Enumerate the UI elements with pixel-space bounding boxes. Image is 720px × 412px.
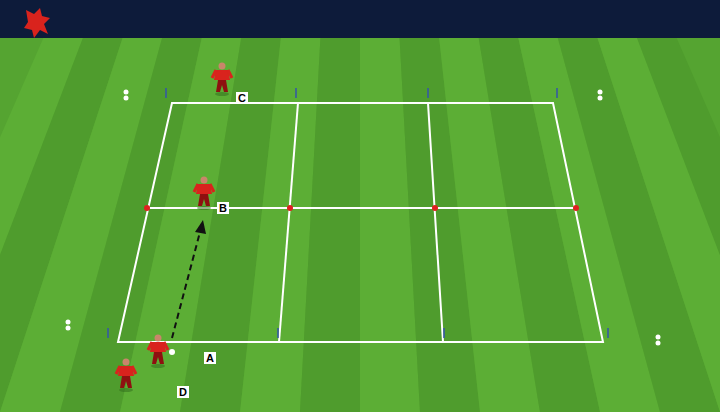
player-letter: C [236, 92, 248, 104]
player-letter: A [204, 352, 216, 364]
player-letter: B [217, 202, 229, 214]
player-letter: D [177, 386, 189, 398]
